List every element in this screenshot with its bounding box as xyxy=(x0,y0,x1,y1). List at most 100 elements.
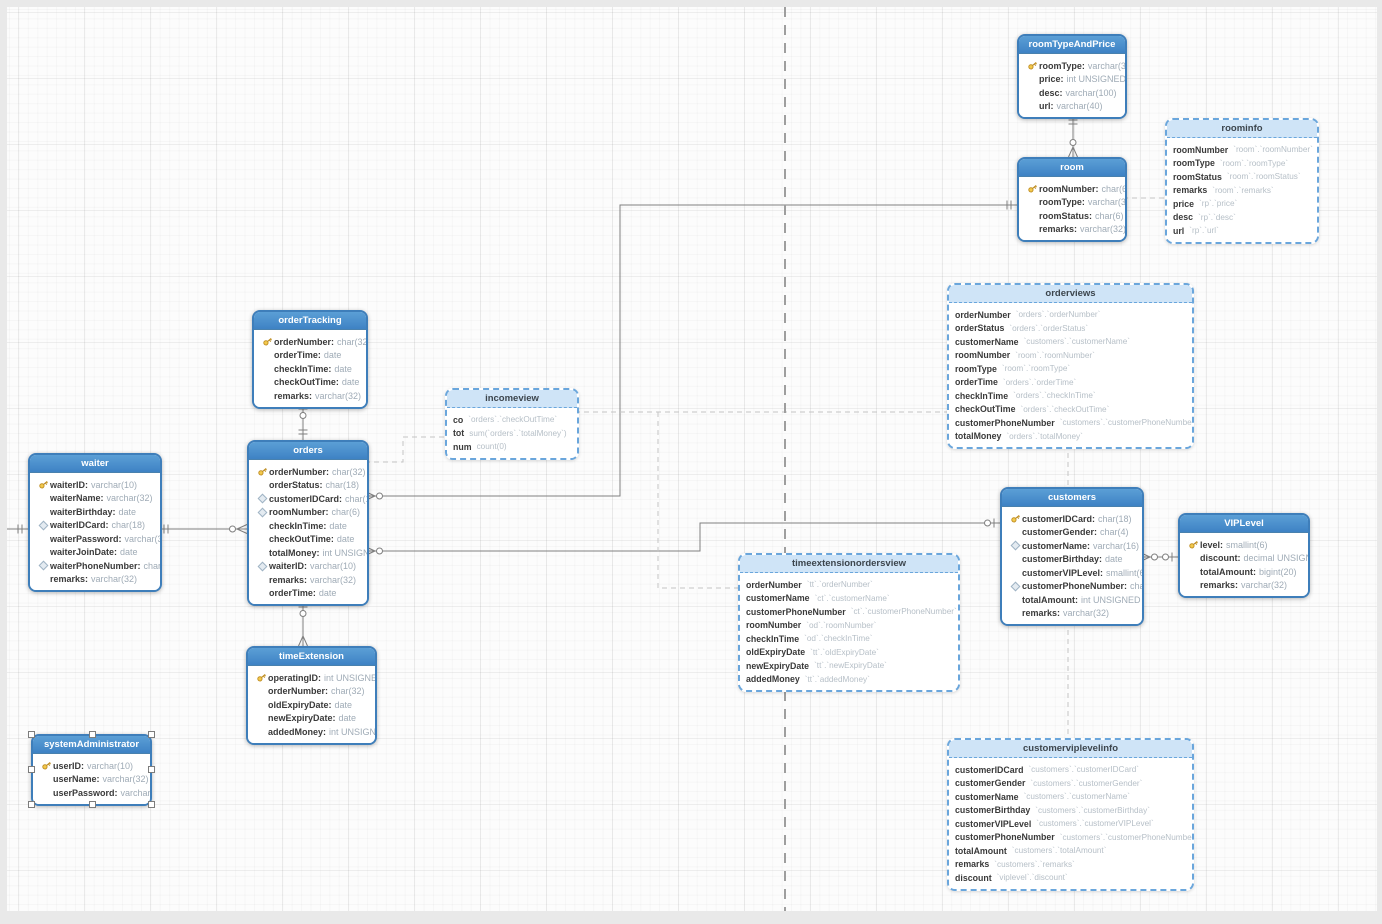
field-row-orderNumber: orderNumber:char(32) xyxy=(248,685,375,699)
selection-handle[interactable] xyxy=(148,766,155,774)
field-name: newExpiryDate: xyxy=(268,713,336,724)
field-type: char(4) xyxy=(1100,527,1129,538)
field-list: orderNumber`tt`.`orderNumber`customerNam… xyxy=(740,573,958,690)
table-header: orderTracking xyxy=(254,312,366,330)
field-row-checkInTime: checkInTime`orders`.`checkInTime` xyxy=(949,389,1192,403)
view-column-ref: `tt`.`orderNumber` xyxy=(806,580,873,590)
field-name: level: xyxy=(1200,539,1224,550)
foreign-key-diamond-icon xyxy=(1009,540,1022,551)
field-type: date xyxy=(120,547,138,558)
field-name: addedMoney: xyxy=(268,726,327,737)
view-column-name: customerGender xyxy=(955,778,1026,789)
diamond-shape xyxy=(1010,581,1021,592)
field-type: int UNSIGNED xyxy=(322,547,368,558)
view-column-name: roomType xyxy=(955,363,997,374)
field-row-orderStatus: orderStatus`orders`.`orderStatus` xyxy=(949,322,1192,336)
diamond-shape xyxy=(257,507,268,518)
field-type: varchar(32) xyxy=(102,774,149,785)
view-column-name: totalAmount xyxy=(955,845,1007,856)
field-row-waiterIDCard: waiterIDCard:char(18) xyxy=(30,519,160,533)
selection-handle[interactable] xyxy=(28,731,35,738)
field-type: varchar(32) xyxy=(1087,197,1125,208)
field-row-waiterBirthday: waiterBirthday:date xyxy=(30,505,160,519)
view-column-ref: `tt`.`addedMoney` xyxy=(804,674,870,684)
field-row-remarks: remarks:varchar(32) xyxy=(30,573,160,587)
view-column-ref: `ct`.`customerName` xyxy=(814,593,890,603)
field-name: orderNumber: xyxy=(268,686,329,697)
primary-key-icon xyxy=(1187,539,1200,550)
field-type: date xyxy=(336,534,355,545)
field-name: waiterIDCard: xyxy=(50,520,109,531)
view-column-name: roomNumber xyxy=(1173,144,1229,155)
selection-handle[interactable] xyxy=(88,800,96,808)
field-row-orderTime: orderTime`orders`.`orderTime` xyxy=(949,376,1192,390)
field-name: url: xyxy=(1039,101,1054,112)
view-column-name: roomNumber xyxy=(746,620,802,631)
field-row-orderNumber: orderNumber`tt`.`orderNumber` xyxy=(740,578,958,592)
field-row-remarks: remarks:varchar(32) xyxy=(1180,579,1308,593)
field-type: varchar(32) xyxy=(1087,60,1125,71)
diamond-shape xyxy=(257,561,268,572)
field-name: roomType: xyxy=(1039,197,1085,208)
field-row-checkOutTime: checkOutTime:date xyxy=(249,533,367,547)
view-column-name: orderNumber xyxy=(955,309,1011,320)
selection-handle[interactable] xyxy=(28,766,35,774)
field-row-userID: userID:varchar(10) xyxy=(33,759,150,773)
view-column-name: co xyxy=(453,414,464,425)
primary-key-icon xyxy=(1009,513,1022,524)
field-row-roomType: roomType:varchar(32) xyxy=(1019,59,1125,73)
view-column-ref: `orders`.`checkInTime` xyxy=(1013,391,1096,401)
view-column-ref: `orders`.`totalMoney` xyxy=(1006,431,1083,441)
diamond-shape xyxy=(38,520,49,531)
table-room[interactable]: roomroomNumber:char(6)roomType:varchar(3… xyxy=(1017,157,1127,242)
view-header: orderviews xyxy=(949,285,1192,303)
field-row-customerVIPLevel: customerVIPLevel`customers`.`customerVIP… xyxy=(949,817,1192,831)
field-type: int UNSIGNED xyxy=(1081,594,1141,605)
field-row-customerBirthday: customerBirthday:date xyxy=(1002,553,1142,567)
field-name: roomStatus: xyxy=(1039,210,1093,221)
selection-handle[interactable] xyxy=(28,800,35,808)
table-header: systemAdministrator xyxy=(33,736,150,754)
table-roomTypeAndPrice[interactable]: roomTypeAndPriceroomType:varchar(32)pric… xyxy=(1017,34,1127,119)
field-row-remarks: remarks:varchar(32) xyxy=(1019,223,1125,237)
field-type: char(18) xyxy=(111,520,146,531)
primary-key-icon xyxy=(255,672,268,683)
view-column-ref: `room`.`remarks` xyxy=(1212,185,1274,195)
field-row-remarks: remarks`customers`.`remarks` xyxy=(949,858,1192,872)
selection-handle[interactable] xyxy=(148,800,155,808)
field-name: waiterPhoneNumber: xyxy=(50,560,141,571)
canvas-margin-right xyxy=(1377,0,1382,924)
view-column-name: tot xyxy=(453,428,465,439)
field-row-roomNumber: roomNumber`room`.`roomNumber` xyxy=(1167,143,1317,157)
field-row-customerIDCard: customerIDCard`customers`.`customerIDCar… xyxy=(949,763,1192,777)
table-orderTracking[interactable]: orderTrackingorderNumber:char(32)orderTi… xyxy=(252,310,368,409)
table-header: room xyxy=(1019,159,1125,177)
selection-handle[interactable] xyxy=(88,731,96,738)
field-list: roomNumber:char(6)roomType:varchar(32)ro… xyxy=(1019,177,1125,240)
field-row-operatingID: operatingID:int UNSIGNED xyxy=(248,671,375,685)
view-column-name: customerBirthday xyxy=(955,805,1031,816)
field-name: totalAmount: xyxy=(1200,566,1256,577)
field-list: roomType:varchar(32)price:int UNSIGNEDde… xyxy=(1019,54,1125,117)
field-type: char(6) xyxy=(1095,210,1124,221)
selection-handle[interactable] xyxy=(148,731,155,738)
field-row-totalMoney: totalMoney:int UNSIGNED xyxy=(249,546,367,560)
field-type: varchar(32) xyxy=(106,493,153,504)
field-row-roomType: roomType:varchar(32) xyxy=(1019,196,1125,210)
field-row-orderTime: orderTime:date xyxy=(254,349,366,363)
field-name: checkInTime: xyxy=(274,363,332,374)
field-row-roomNumber: roomNumber`od`.`roomNumber` xyxy=(740,619,958,633)
